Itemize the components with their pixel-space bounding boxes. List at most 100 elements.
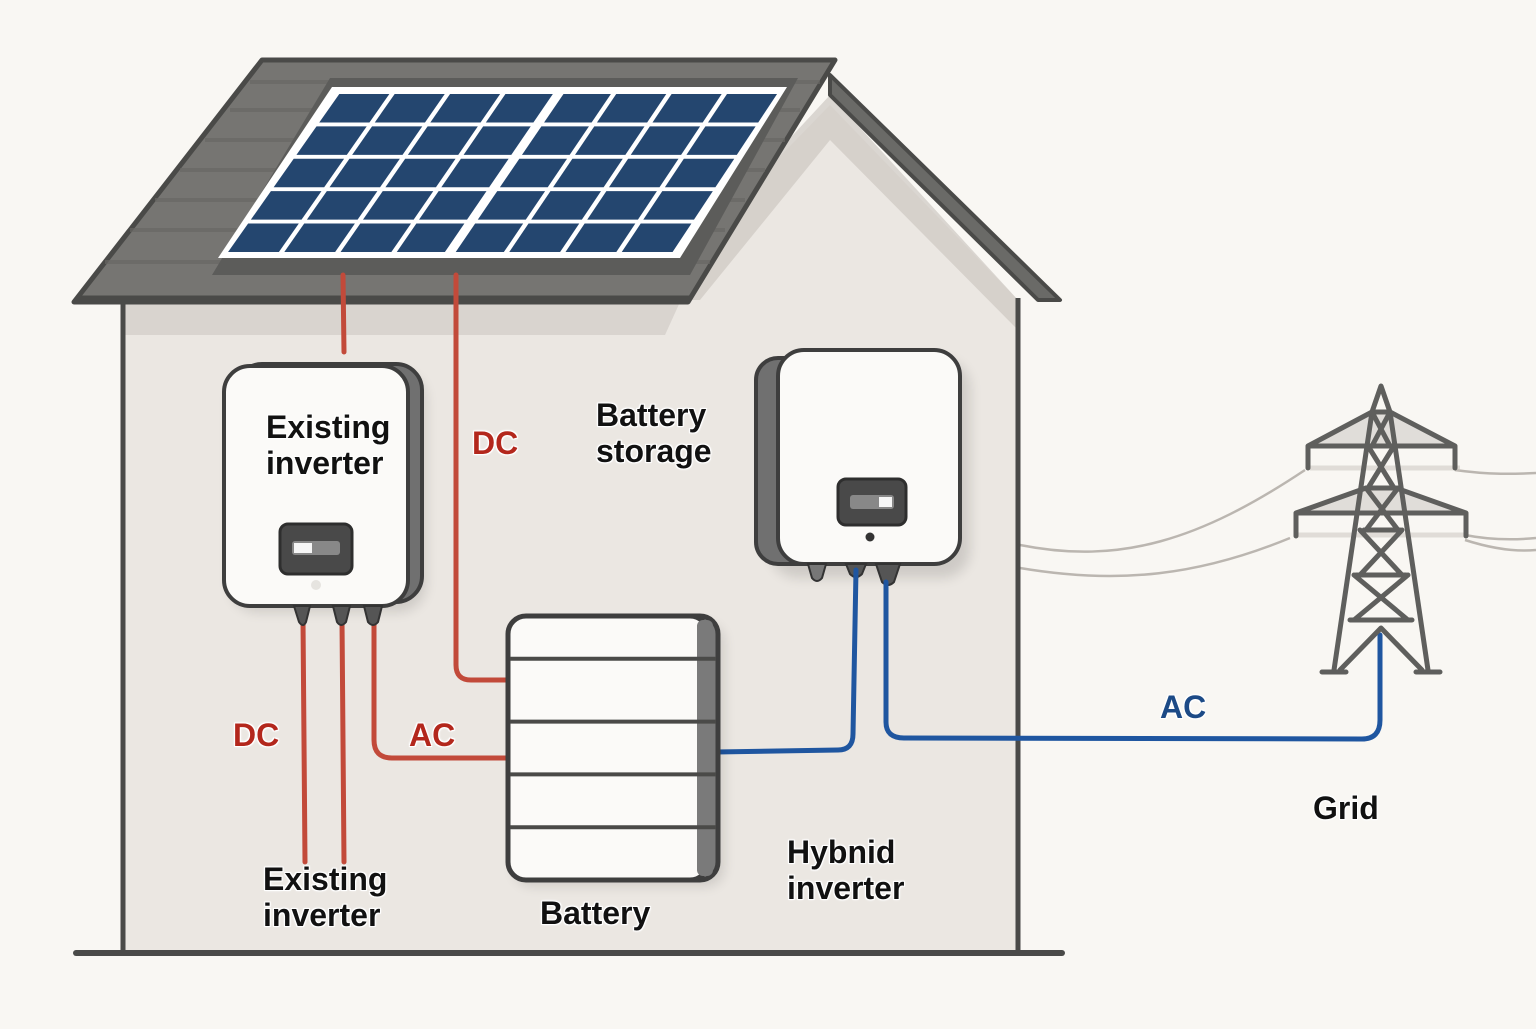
solar-cell [686,126,756,155]
solar-cell [621,223,692,253]
ac-label-blue: AC [1160,689,1207,725]
power-line [1464,533,1536,541]
ac-wire-hybrid-to-grid [883,579,1383,742]
power-line [1019,536,1291,578]
connector [806,563,828,582]
solar-cell [340,223,411,253]
solar-cell [273,158,345,188]
gable-roof [828,73,1062,302]
solar-cell [463,126,531,155]
tower-leg-left [1331,409,1375,673]
hybrid-inverter-icon [754,348,970,586]
label-line: storage [596,432,712,469]
solar-cell [521,126,589,155]
tower-top [1369,383,1393,415]
battery-icon [505,613,724,886]
connector [362,605,384,626]
connector [331,605,352,626]
solar-cell [362,191,434,220]
solar-cell [608,158,679,188]
solar-cell [630,126,701,155]
battery-side-strip [697,620,713,876]
existing-inverter-bottom-label: Existing inverter [263,861,388,934]
solar-cell [250,191,322,220]
label-line: inverter [263,896,381,933]
solar-cell [329,158,400,188]
battery-label: Battery [540,895,651,931]
dc-wire-down-1 [300,617,308,865]
tower-arm-upper [1305,409,1458,471]
roof-shadow [123,95,1018,330]
tower-lattice [1337,409,1425,673]
power-line [1454,468,1536,476]
hybrid-inverter-label: Hybnid inverter [787,834,905,907]
connector [874,563,902,586]
solar-cell [553,158,623,188]
solar-cell [664,158,735,188]
tower-leg-right [1387,409,1431,673]
battery-body [505,613,711,883]
ac-wires-blue [713,567,1383,755]
dc-wire-panel-to-battery [453,272,511,683]
connector [292,605,312,626]
solar-cell [319,93,390,123]
solar-cell [228,223,299,253]
inverter-body [222,364,410,608]
solar-cell [652,93,722,123]
solar-cell [509,223,580,253]
solar-cell [544,93,611,123]
solar-cell [396,223,465,253]
solar-cell [306,191,378,220]
label-line: Existing [266,409,391,445]
inverter-body [776,348,962,566]
label-line: Battery [596,397,707,433]
solar-cell [708,93,778,123]
solar-cell [587,191,657,220]
solar-cell [596,93,667,123]
solar-cell [284,223,355,253]
solar-cell [441,158,509,188]
solar-cell [385,158,456,188]
label-line: Existing [263,861,388,897]
solar-cell [575,126,645,155]
solar-cell [455,223,524,253]
ac-wire-battery-to-hybrid [713,567,859,755]
display-bar-lit [294,543,312,553]
solar-cell [531,191,602,220]
battery-storage-label: Battery storage [596,397,712,470]
solar-cell [407,126,478,155]
solar-cell [430,93,501,123]
solar-cell [565,223,636,253]
inverter-led [865,532,875,542]
label-line: Hybnid [787,834,896,870]
power-line [1464,538,1536,552]
power-line [1019,468,1306,553]
ac-wire-red [371,617,511,761]
solar-cell [485,93,553,123]
existing-inverter-label: Existing inverter [266,409,391,482]
inverter-led [311,580,321,590]
solar-cell [374,93,445,123]
dc-label-upper: DC [472,425,519,461]
dc-wire-panel-to-existing-inverter [340,272,347,355]
solar-panel-icon [212,78,798,275]
power-lines [1019,465,1536,578]
solar-cell [477,191,546,220]
label-line: inverter [787,869,905,906]
solar-cell [643,191,713,220]
wall-shadow-band [125,302,680,335]
display-bar-lit [879,497,892,507]
dc-wires [300,272,511,865]
solar-cell [419,191,487,220]
existing-inverter-icon [222,362,426,626]
transmission-tower-icon [1293,383,1469,675]
solar-cell [499,158,568,188]
dc-label-lower: DC [233,717,280,753]
label-line: inverter [266,444,384,481]
dc-wire-down-2 [339,617,347,865]
grid-label: Grid [1313,790,1379,826]
ac-label-red: AC [409,717,456,753]
solar-cell [352,126,423,155]
